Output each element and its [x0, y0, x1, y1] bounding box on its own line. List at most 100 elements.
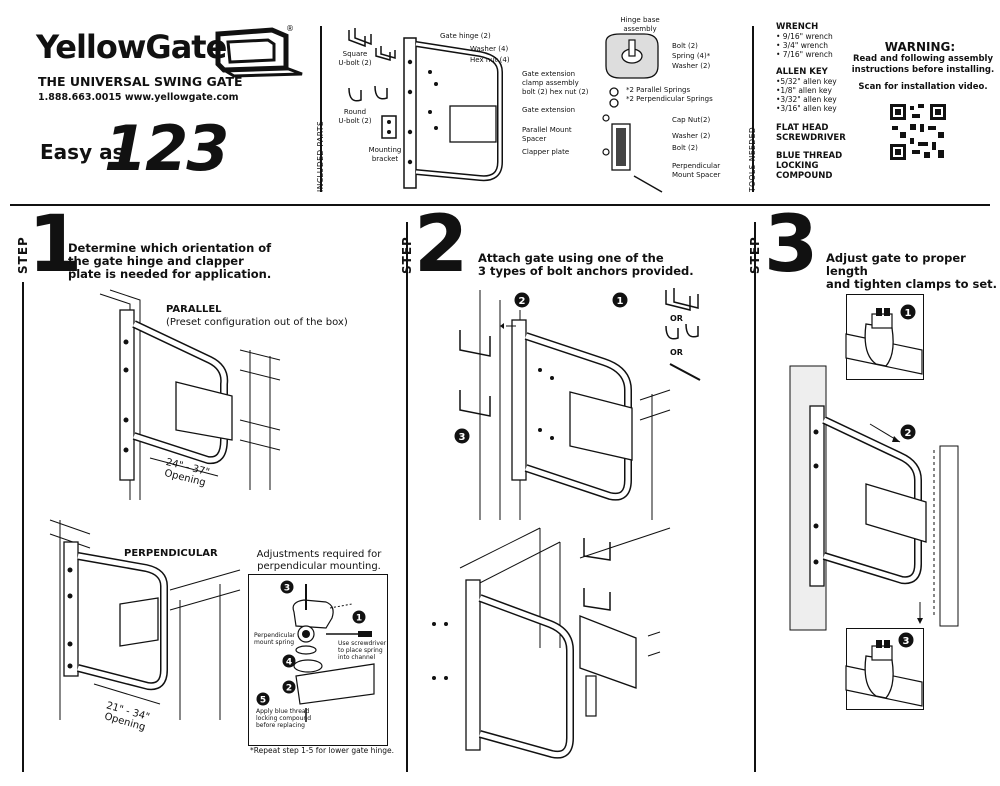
square-ubolt-label: Square U-bolt (2): [338, 50, 372, 67]
round-ubolt-icon: [348, 85, 388, 102]
anchor-options-drawing: [665, 288, 701, 381]
tool-allen-heading: ALLEN KEY: [776, 67, 828, 77]
svg-text:2: 2: [905, 428, 912, 439]
repeat-note: *Repeat step 1-5 for lower gate hinge.: [250, 746, 395, 755]
divider-step-2-3: [754, 222, 756, 772]
square-ubolt-icon-2: [375, 46, 396, 61]
perp-detail-box: [248, 574, 388, 746]
gate-logo-icon: [215, 27, 303, 78]
tool-wrench-heading: WRENCH: [776, 22, 819, 32]
svg-text:4: 4: [286, 658, 292, 668]
website-link[interactable]: www.yellowgate.com: [124, 92, 239, 103]
spacer-icon: [602, 114, 663, 193]
divider-step-1-2: [406, 222, 408, 772]
step-3-word: STEP: [748, 236, 762, 274]
cap-nut-callout: Cap Nut(2): [672, 116, 711, 124]
divider-parts: [320, 26, 322, 192]
step-3-number: 3: [764, 200, 819, 290]
qr-code-icon[interactable]: [888, 102, 948, 162]
tool-wrench-3: • 7/16" wrench: [776, 50, 833, 59]
step-2-description: Attach gate using one of the 3 types of …: [478, 251, 694, 278]
parallel-title: PARALLEL: [166, 304, 222, 315]
bolt-callout: Bolt (2): [672, 42, 698, 50]
step-3-description: Adjust gate to proper length and tighten…: [826, 251, 998, 291]
thread-compound-label: Apply blue thread locking compound befor…: [256, 708, 312, 729]
bolt-spacer-callout: Bolt (2): [672, 144, 698, 152]
step2-marker-2: 2: [514, 292, 530, 308]
tool-screwdriver: FLAT HEAD SCREWDRIVER: [776, 123, 846, 143]
perp-spacer-callout: Perpendicular Mount Spacer: [672, 162, 721, 179]
perpendicular-title: PERPENDICULAR: [124, 548, 218, 559]
mounting-bracket-icon: [381, 115, 397, 139]
hinge-base-icon: [605, 33, 659, 79]
tagline: THE UNIVERSAL SWING GATE: [38, 74, 243, 89]
parallel-spacer-callout: Parallel Mount Spacer: [522, 126, 572, 143]
spring-callout: Spring (4)*: [672, 52, 711, 60]
tool-wrench-1: • 9/16" wrench: [776, 32, 833, 41]
tool-wrench-2: • 3/4" wrench: [776, 41, 829, 50]
detail-marker-3: 3: [280, 580, 294, 594]
or-label-2: OR: [670, 348, 683, 357]
or-label-1: OR: [670, 314, 683, 323]
big-123: 123: [104, 112, 229, 185]
gate-hinge-callout: Gate hinge (2): [440, 32, 491, 40]
tools-needed-label: TOOLS NEEDED: [748, 126, 757, 192]
contact-line: 1.888.663.0015 www.yellowgate.com: [38, 92, 239, 103]
svg-text:1: 1: [356, 614, 362, 624]
round-ubolt-label: Round U-bolt (2): [338, 108, 372, 125]
step3-marker-2: 2: [900, 424, 916, 440]
tool-allen-4: •3/16" allen key: [776, 104, 837, 113]
spring-icon: [609, 87, 619, 108]
svg-text:3: 3: [459, 432, 466, 443]
screwdriver-label: Use screwdriver to place spring into cha…: [338, 640, 387, 661]
step3-gate-drawing: [789, 365, 959, 631]
brand-name: YellowGate: [36, 28, 227, 66]
step-1-description: Determine which orientation of the gate …: [68, 241, 272, 281]
svg-text:2: 2: [519, 296, 526, 307]
detail-marker-4: 4: [282, 654, 296, 668]
washer-spacer-callout: Washer (2): [672, 132, 711, 140]
svg-text:1: 1: [905, 308, 912, 319]
warning-text: Read and following assembly instructions…: [851, 54, 995, 75]
step-2-word: STEP: [400, 236, 414, 274]
step-2-number: 2: [414, 200, 469, 290]
tool-allen-3: •3/32" allen key: [776, 95, 837, 104]
svg-text:1: 1: [617, 296, 624, 307]
hinge-detail-drawing: [292, 584, 375, 722]
step2-top-gate-drawing: [459, 290, 671, 520]
perpendicular-springs: *2 Perpendicular Springs: [626, 95, 713, 103]
header-divider: [10, 204, 990, 206]
tool-allen-1: •5/32" allen key: [776, 77, 837, 86]
parallel-springs: *2 Parallel Springs: [626, 86, 691, 94]
clamp-bottom-drawing: [845, 640, 923, 707]
perpendicular-gate-drawing: [49, 519, 241, 720]
clamp-assembly-callout: Gate extension clamp assembly bolt (2) h…: [522, 70, 589, 96]
clamp-top-drawing: [845, 308, 923, 375]
mounting-bracket-label: Mounting bracket: [368, 146, 402, 163]
tool-thread-compound: BLUE THREAD LOCKING COMPOUND: [776, 151, 843, 181]
warning-title: WARNING:: [884, 40, 956, 54]
easy-as-text: Easy as: [40, 140, 125, 164]
step-1-number: 1: [28, 200, 83, 290]
detail-marker-5: 5: [256, 692, 270, 706]
gate-parts-drawing: [403, 37, 503, 189]
svg-text:3: 3: [903, 636, 910, 647]
phone: 1.888.663.0015: [38, 92, 122, 103]
tools-list: WRENCH • 9/16" wrench • 3/4" wrench • 7/…: [776, 22, 854, 181]
scan-text: Scan for installation video.: [858, 82, 988, 92]
parallel-note: (Preset configuration out of the box): [166, 317, 348, 328]
hex-nut-callout: Hex nut (4): [470, 56, 510, 64]
detail-marker-1: 1: [352, 610, 366, 624]
gate-extension-callout: Gate extension: [522, 106, 576, 114]
step-1-line: [22, 282, 24, 772]
included-parts-label: INCLUDED PARTS: [316, 120, 325, 192]
svg-text:5: 5: [260, 696, 266, 706]
perp-adjust-title: Adjustments required for perpendicular m…: [256, 549, 382, 572]
square-ubolt-icon: [348, 28, 372, 48]
parallel-gate-drawing: [99, 289, 281, 500]
step2-marker-1: 1: [612, 292, 628, 308]
step3-marker-3: 3: [898, 632, 914, 648]
perp-spring-label: Perpendicular mount spring: [254, 632, 296, 646]
divider-tools: [752, 26, 754, 192]
step2-marker-3: 3: [454, 428, 470, 444]
